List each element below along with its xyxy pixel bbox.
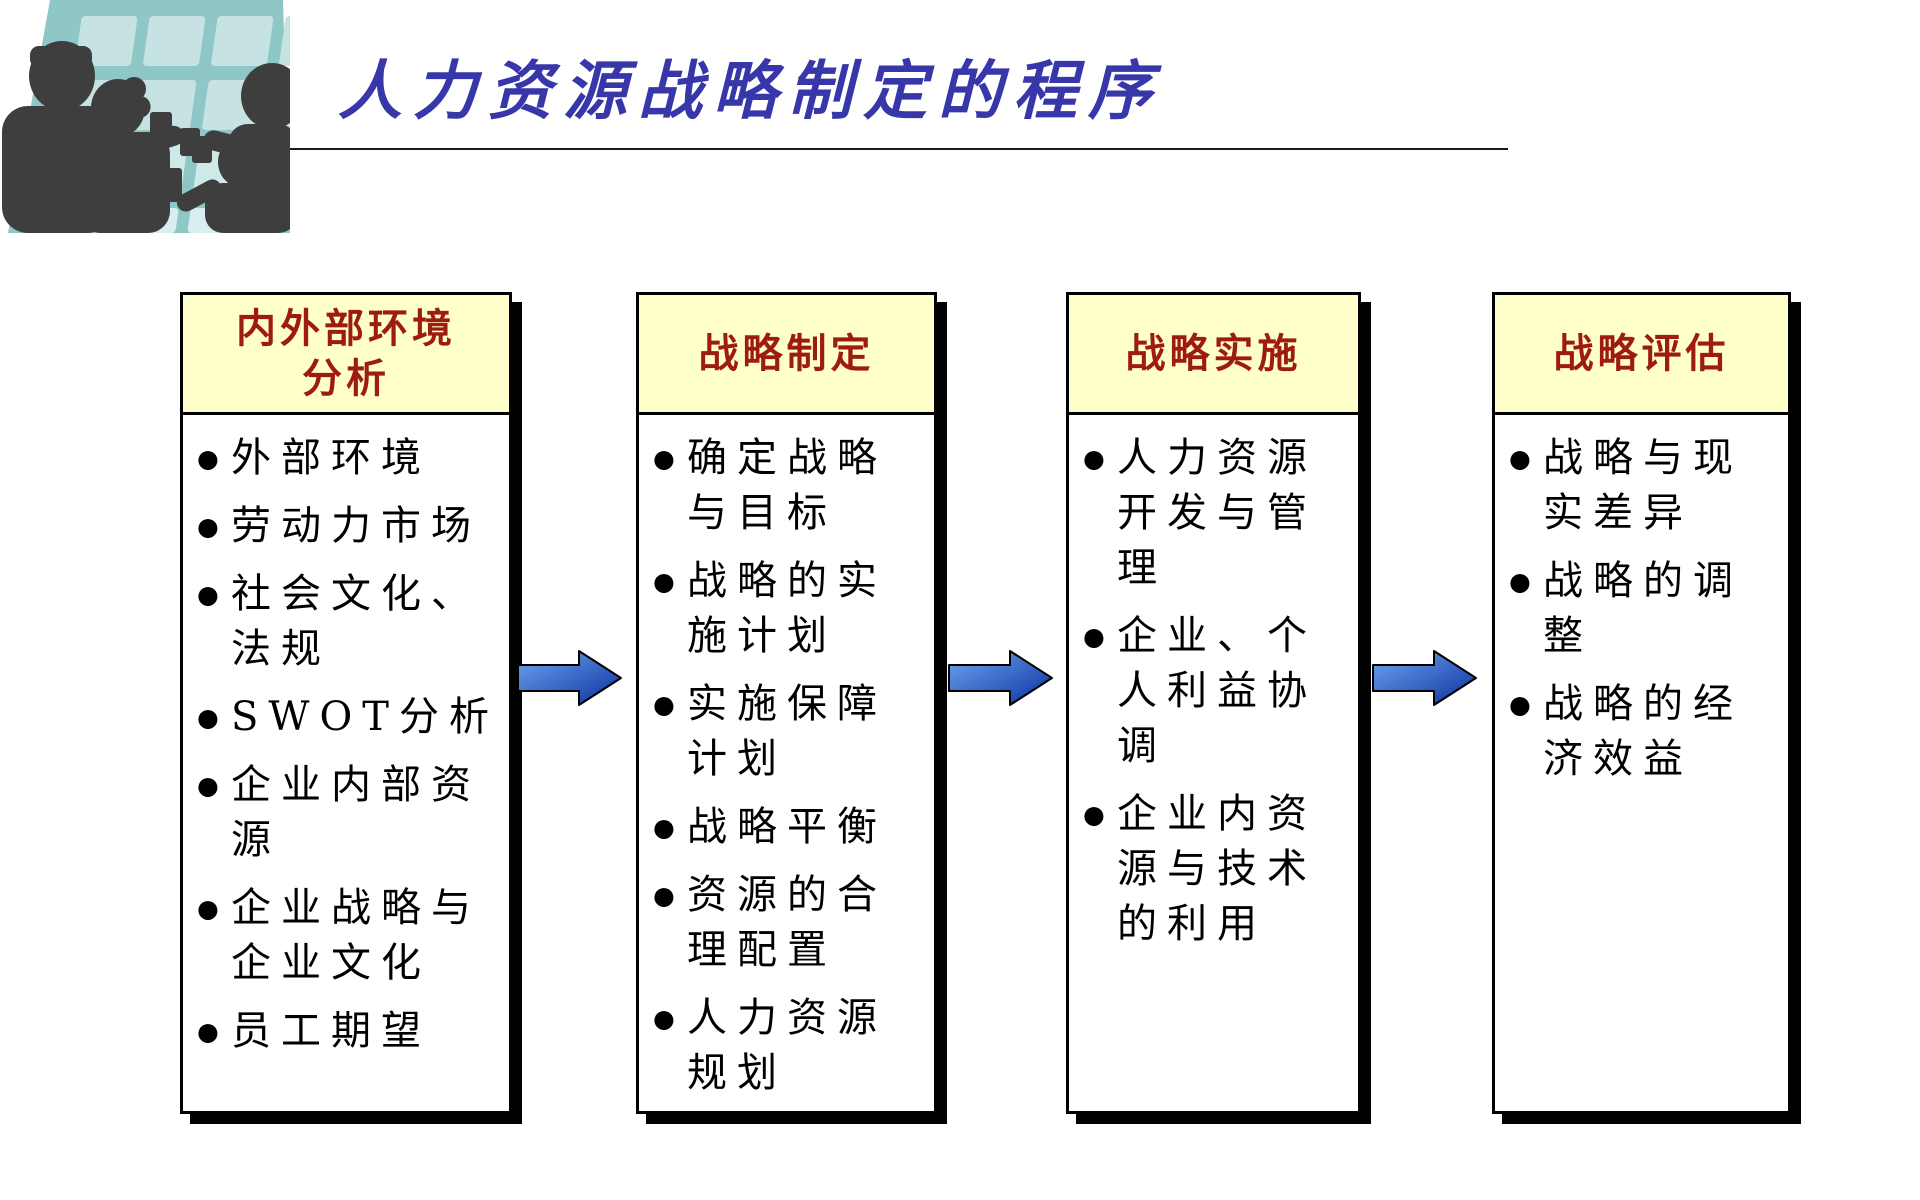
bullet-text: 战略的实施计划: [687, 558, 887, 659]
bullet-text: 战略的经济效益: [1543, 681, 1743, 782]
bullet-icon: ●: [653, 690, 675, 719]
stage-header-text: 战略评估: [1553, 329, 1730, 377]
bullet-text: 战略平衡: [687, 804, 887, 850]
stage-box-strategy-implementation: 战略实施 ● 人力资源开发与管理 ● 企业、个人利益协调 ● 企业内资源与技术的利用: [1066, 292, 1361, 1114]
bullet-item: ● 企业战略与企业文化: [197, 881, 503, 991]
bullet-text: 资源的合理配置: [687, 872, 887, 973]
stage-body: ● 人力资源开发与管理 ● 企业、个人利益协调 ● 企业内资源与技术的利用: [1069, 415, 1358, 952]
bullet-item: ● 外部环境: [197, 431, 503, 486]
bullet-icon: ●: [197, 894, 219, 923]
bullet-icon: ●: [197, 580, 219, 609]
bullet-item: ● 资源的合理配置: [653, 868, 928, 978]
bullet-text: 战略的调整: [1543, 558, 1743, 659]
bullet-item: ● 人力资源开发与管理: [1083, 431, 1352, 596]
bullet-list: ● 确定战略与目标 ● 战略的实施计划 ● 实施保障计划 ● 战略平衡 ● 资源的合理配置 ● 人力资…: [653, 431, 928, 1101]
bullet-icon: ●: [653, 567, 675, 596]
stage-header: 战略实施: [1069, 295, 1358, 415]
stage-header-text: 战略制定: [698, 329, 875, 377]
bullet-icon: ●: [1083, 800, 1105, 829]
people-silhouettes: [2, 41, 290, 233]
bullet-icon: ●: [653, 813, 675, 842]
bullet-item: ● 企业、个人利益协调: [1083, 609, 1352, 774]
bullet-icon: ●: [197, 1017, 219, 1046]
flow-arrow-3-icon: [1372, 650, 1477, 706]
bullet-icon: ●: [197, 703, 219, 732]
bullet-text: 实施保障计划: [687, 681, 887, 782]
bullet-item: ● 战略与现实差异: [1509, 431, 1782, 541]
stage-box-strategy-evaluation: 战略评估 ● 战略与现实差异 ● 战略的调整 ● 战略的经济效益: [1492, 292, 1791, 1114]
people-toasting-clipart: [2, 0, 290, 233]
bullet-text: 人力资源规划: [687, 995, 887, 1096]
bullet-item: ● 确定战略与目标: [653, 431, 928, 541]
flow-arrow-1-icon: [517, 650, 622, 706]
bullet-list: ● 战略与现实差异 ● 战略的调整 ● 战略的经济效益: [1509, 431, 1782, 787]
bullet-icon: ●: [197, 512, 219, 541]
bullet-item: ● 战略的实施计划: [653, 554, 928, 664]
title-underline: [290, 148, 1508, 150]
bullet-text: 企业战略与企业文化: [231, 885, 481, 986]
bullet-item: ● 员工期望: [197, 1004, 503, 1059]
stage-header-text: 战略实施: [1125, 329, 1302, 377]
bullet-text: 企业、个人利益协调: [1117, 613, 1317, 769]
bullet-item: ● 战略的经济效益: [1509, 677, 1782, 787]
bullet-text: 社会文化、法规: [231, 571, 481, 672]
bullet-item: ● 战略的调整: [1509, 554, 1782, 664]
stage-header: 内外部环境分析: [183, 295, 509, 415]
bullet-item: ● 实施保障计划: [653, 677, 928, 787]
stage-header-text: 内外部环境分析: [236, 304, 456, 402]
bullet-text: 劳动力市场: [231, 503, 481, 549]
stage-body: ● 外部环境 ● 劳动力市场 ● 社会文化、法规 ● SWOT分析 ● 企业内部资源 ● 企业战略与企…: [183, 415, 509, 1059]
bullet-icon: ●: [653, 881, 675, 910]
bullet-icon: ●: [1509, 690, 1531, 719]
bullet-icon: ●: [1509, 444, 1531, 473]
bullet-list: ● 人力资源开发与管理 ● 企业、个人利益协调 ● 企业内资源与技术的利用: [1083, 431, 1352, 952]
page-title: 人力资源战略制定的程序: [338, 54, 1163, 129]
bullet-icon: ●: [653, 444, 675, 473]
stage-header: 战略制定: [639, 295, 934, 415]
bullet-text: SWOT分析: [231, 694, 499, 740]
bullet-item: ● SWOT分析: [197, 690, 503, 745]
bullet-item: ● 社会文化、法规: [197, 567, 503, 677]
stage-header: 战略评估: [1495, 295, 1788, 415]
bullet-icon: ●: [653, 1004, 675, 1033]
bullet-text: 战略与现实差异: [1543, 435, 1743, 536]
bullet-icon: ●: [1083, 622, 1105, 651]
bullet-text: 企业内资源与技术的利用: [1117, 791, 1317, 947]
bullet-icon: ●: [1509, 567, 1531, 596]
bullet-icon: ●: [197, 771, 219, 800]
bullet-list: ● 外部环境 ● 劳动力市场 ● 社会文化、法规 ● SWOT分析 ● 企业内部资源 ● 企业战略与企…: [197, 431, 503, 1059]
bullet-item: ● 劳动力市场: [197, 499, 503, 554]
stage-body: ● 确定战略与目标 ● 战略的实施计划 ● 实施保障计划 ● 战略平衡 ● 资源的合理配置 ● 人力资…: [639, 415, 934, 1101]
bullet-text: 确定战略与目标: [687, 435, 887, 536]
bullet-item: ● 企业内资源与技术的利用: [1083, 787, 1352, 952]
bullet-text: 外部环境: [231, 435, 431, 481]
bullet-text: 企业内部资源: [231, 762, 481, 863]
bullet-item: ● 企业内部资源: [197, 758, 503, 868]
bullet-text: 员工期望: [231, 1008, 431, 1054]
bullet-icon: ●: [1083, 444, 1105, 473]
bullet-text: 人力资源开发与管理: [1117, 435, 1317, 591]
bullet-item: ● 人力资源规划: [653, 991, 928, 1101]
flow-arrow-2-icon: [948, 650, 1053, 706]
stage-box-environment-analysis: 内外部环境分析 ● 外部环境 ● 劳动力市场 ● 社会文化、法规 ● SWOT分析 ● 企业内部资…: [180, 292, 512, 1114]
bullet-item: ● 战略平衡: [653, 800, 928, 855]
stage-body: ● 战略与现实差异 ● 战略的调整 ● 战略的经济效益: [1495, 415, 1788, 787]
bullet-icon: ●: [197, 444, 219, 473]
stage-box-strategy-formulation: 战略制定 ● 确定战略与目标 ● 战略的实施计划 ● 实施保障计划 ● 战略平衡 ● 资源的合理配…: [636, 292, 937, 1114]
